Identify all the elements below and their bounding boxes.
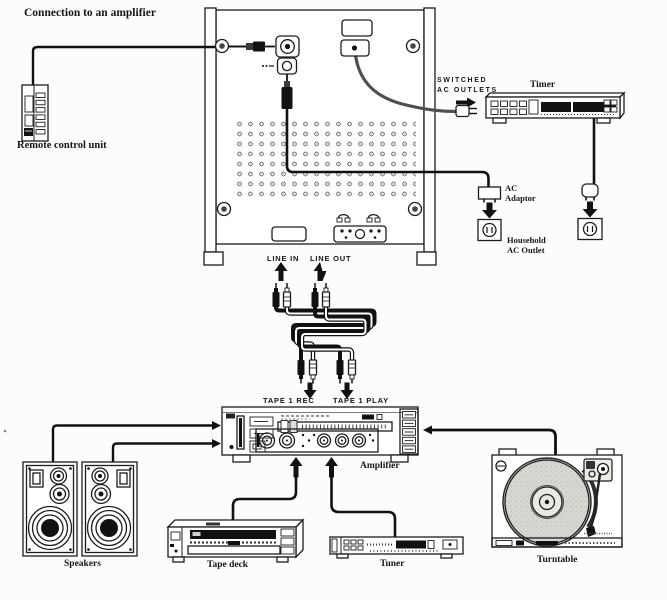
speaker-right	[81, 442, 212, 557]
timer-plug	[581, 183, 599, 201]
up-arrow-tuner	[325, 457, 338, 478]
tape-deck-display	[190, 530, 276, 539]
down-arrow-tape-play	[340, 382, 354, 399]
amplifier-label: Amplifier	[360, 461, 400, 471]
main-unit-rear-panel	[203, 7, 437, 266]
main-unit-right-foot	[416, 251, 437, 266]
arrow-speaker-wire-1	[212, 421, 221, 430]
ac-adaptor-label: AC Adaptor	[505, 183, 536, 203]
tuner-cable	[330, 477, 397, 537]
speaker-left	[22, 424, 212, 557]
ac-socket-and-nameplate	[340, 19, 373, 57]
timer-foot	[492, 117, 507, 124]
tuner-foot	[440, 553, 453, 559]
line-out-label: LINE OUT	[310, 254, 352, 263]
amp-foot	[232, 454, 251, 463]
rca-patch-cables	[274, 302, 377, 362]
tape-deck-foot	[276, 556, 289, 563]
scan-speck	[3, 429, 7, 433]
down-arrow-tape-rec	[303, 382, 317, 399]
line-in-label: LINE IN	[267, 254, 300, 263]
spindle	[544, 499, 550, 505]
tape-deck-unit	[166, 477, 305, 563]
line-jack-panel	[271, 213, 387, 243]
household-outlet-left	[477, 218, 502, 242]
up-arrow-tape-deck	[289, 457, 303, 478]
tuner-label: Tuner	[380, 559, 405, 569]
amplifier-unit	[221, 406, 419, 463]
remote-cable	[31, 45, 216, 85]
tape-rec-play-plugs	[297, 359, 357, 399]
main-unit-left-foot	[203, 251, 224, 266]
timer-display2	[573, 102, 616, 112]
up-arrow-line-out	[313, 262, 327, 281]
left-arrow-turntable	[423, 425, 432, 435]
tape1-play-label: TAPE 1 PLAY	[333, 396, 389, 405]
dc-power-cable	[285, 109, 490, 187]
remote-control-label: Remote control unit	[17, 140, 107, 151]
ventilation-holes	[234, 119, 416, 199]
turntable-label: Turntable	[537, 555, 578, 565]
tuner-foot	[336, 553, 349, 559]
amp-foot	[390, 454, 409, 463]
tape-deck-foot	[172, 556, 185, 563]
tape1-rec-label: TAPE 1 REC	[263, 396, 315, 405]
tape-deck-label: Tape deck	[207, 560, 249, 570]
tonearm	[591, 473, 602, 521]
turntable-unit	[432, 428, 623, 548]
headshell	[586, 526, 596, 537]
speaker-wire-1	[51, 424, 212, 462]
household-outlet-label: Household AC Outlet	[507, 235, 546, 255]
timer-unit	[484, 91, 626, 184]
tuner-unit	[329, 477, 464, 559]
page-title: Connection to an amplifier	[24, 7, 156, 19]
right-arrow	[456, 97, 476, 108]
up-arrow-line-in	[274, 262, 288, 281]
tape-deck-cable	[231, 477, 298, 521]
main-unit-screws	[214, 38, 423, 217]
ac-power-cord	[353, 49, 457, 114]
timer-label: Timer	[530, 80, 556, 90]
switched-outlet-plug	[455, 97, 477, 118]
remote-jack-and-plug	[228, 35, 300, 58]
down-arrow-timer-plug	[582, 201, 598, 218]
turntable-cable	[432, 428, 557, 455]
tuner-display	[396, 540, 426, 549]
remote-control-unit	[21, 84, 49, 142]
ac-adaptor	[477, 186, 502, 203]
timer-foot	[596, 117, 611, 124]
timer-display	[541, 102, 571, 112]
household-outlet-right	[577, 217, 603, 241]
down-arrow-adaptor	[482, 202, 497, 219]
arrow-speaker-wire-2	[212, 439, 221, 448]
dc-jack-and-plug	[262, 57, 298, 109]
speakers-label: Speakers	[64, 559, 101, 569]
switched-ac-outlets-label: SWITCHED AC OUTLETS	[437, 77, 498, 94]
speaker-wire-2	[111, 442, 212, 462]
line-in-out-plugs	[272, 262, 331, 308]
